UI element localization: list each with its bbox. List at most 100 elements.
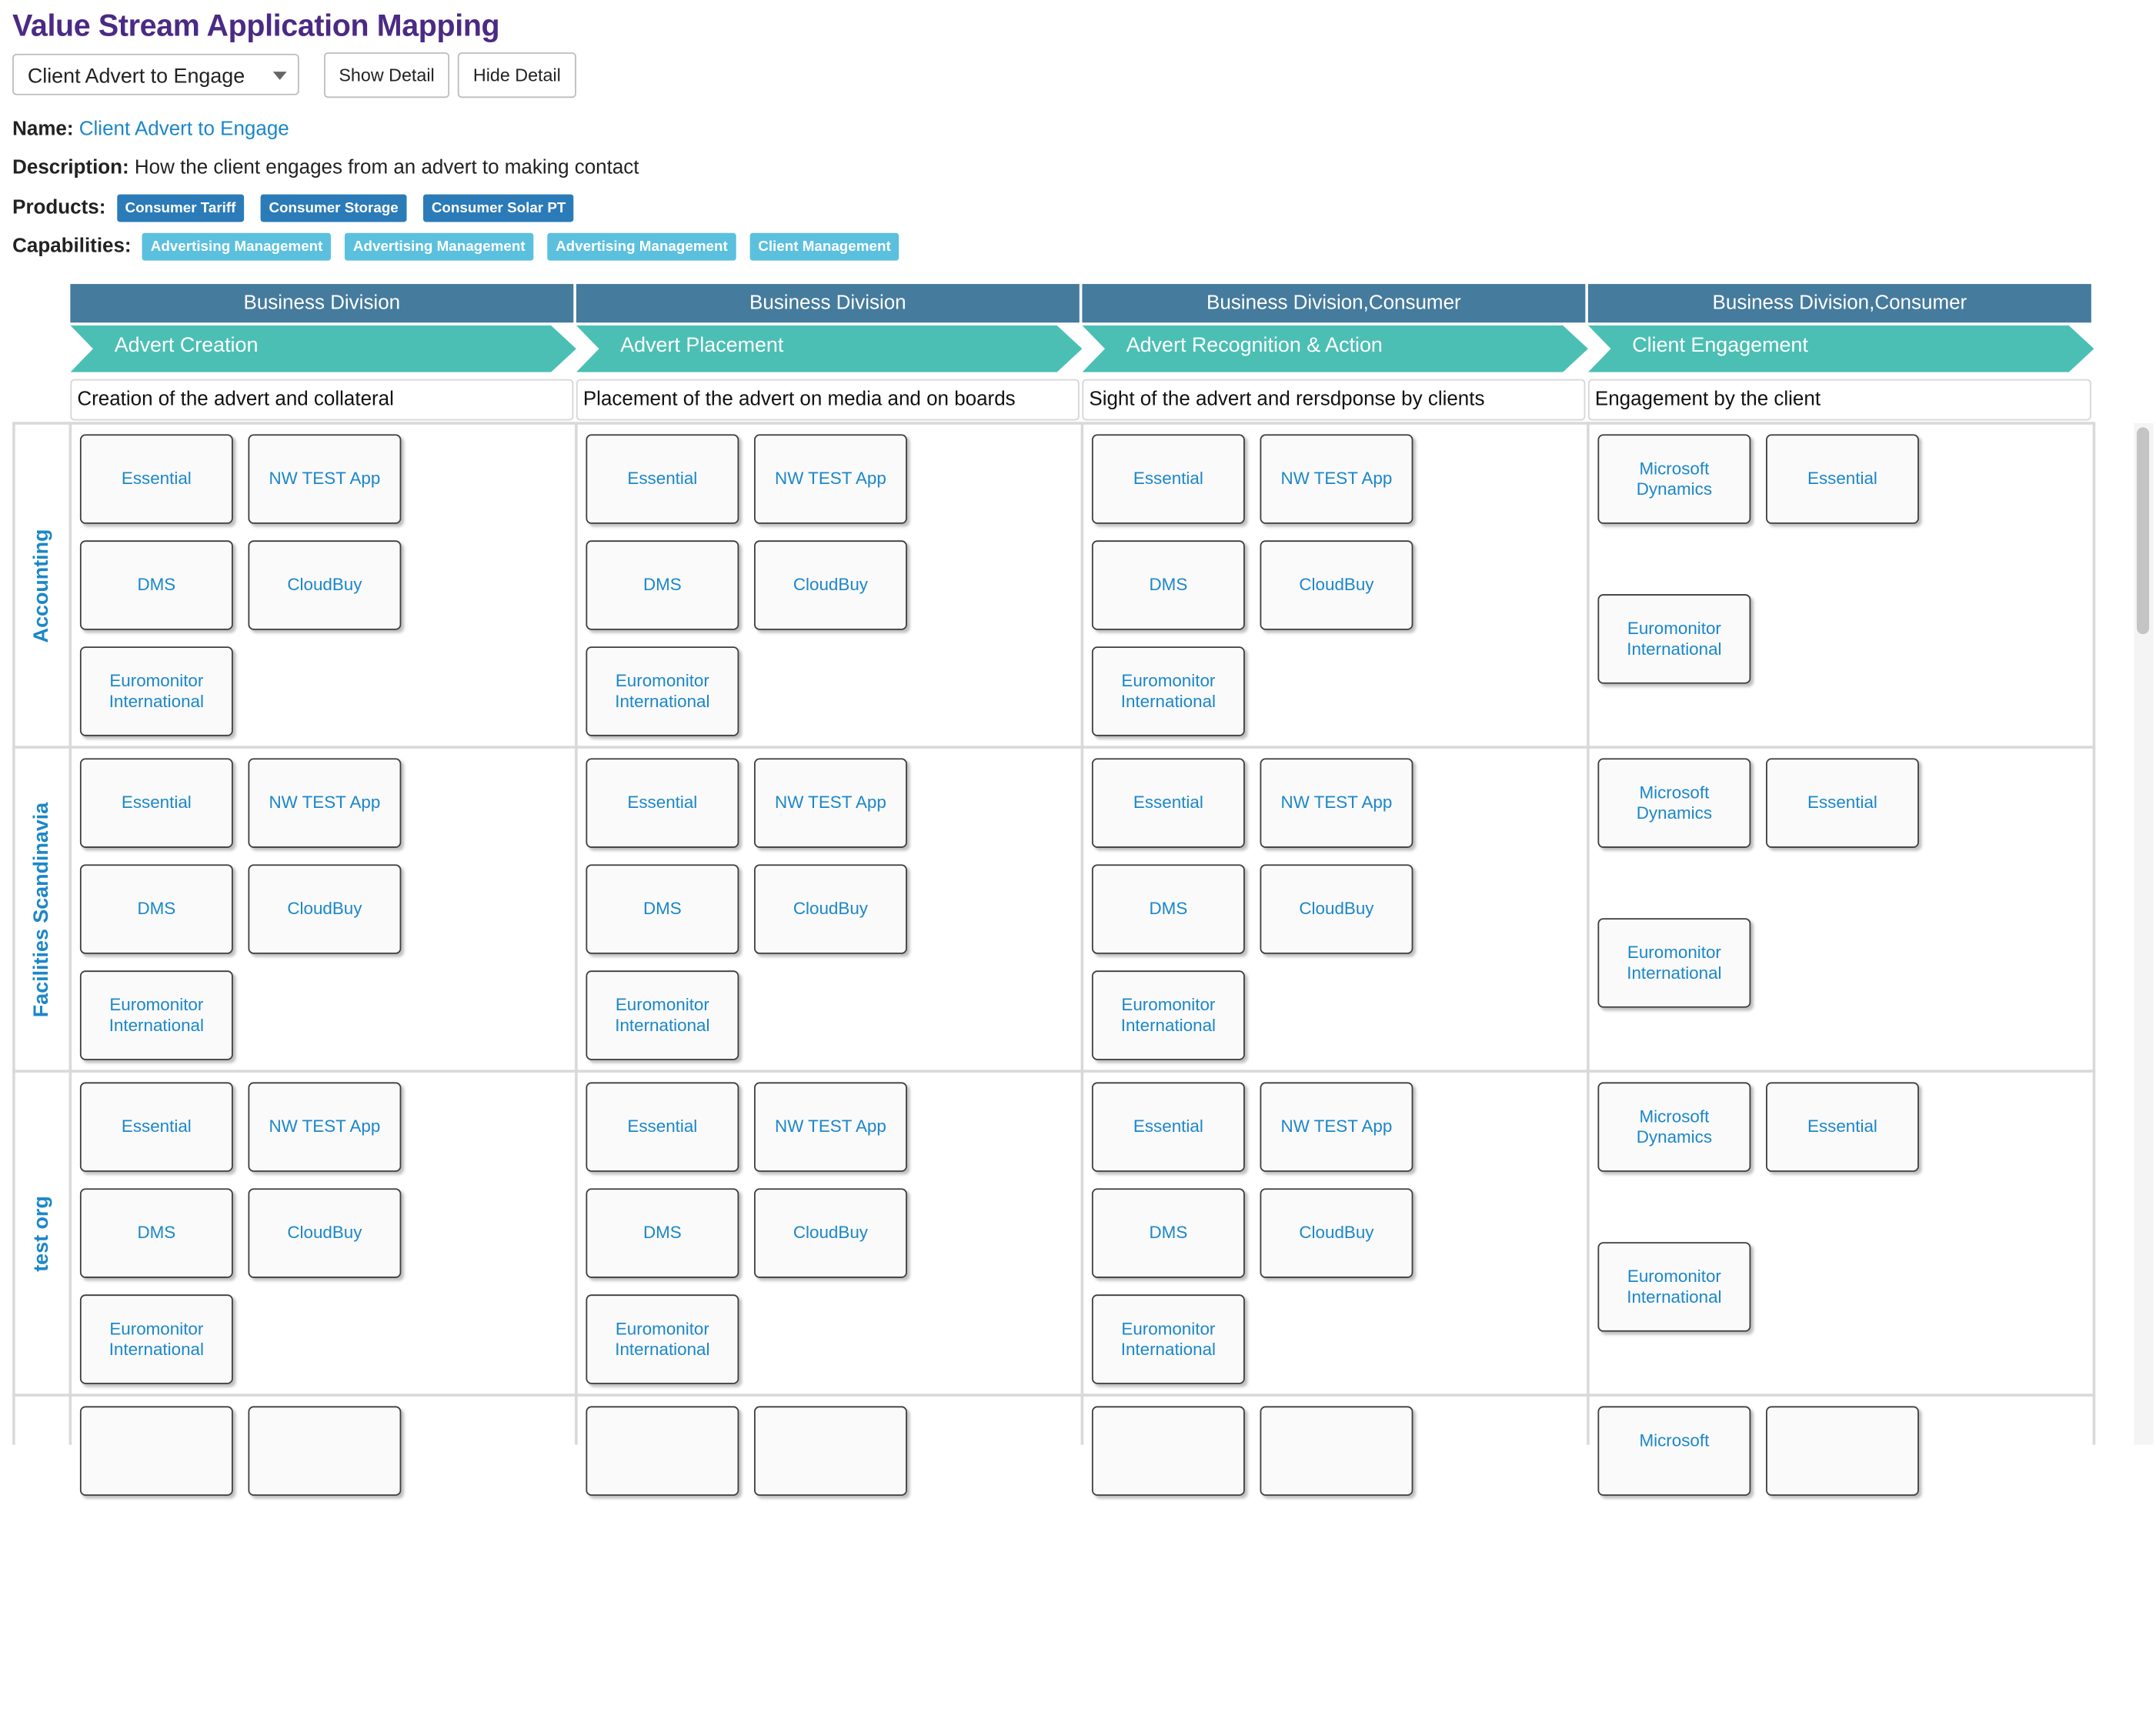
name-label: Name:	[12, 118, 74, 141]
application-card[interactable]: Essential	[79, 758, 233, 848]
application-card[interactable]: Euromonitor International	[1597, 1242, 1751, 1332]
application-card[interactable]: Essential	[79, 434, 233, 524]
application-card[interactable]: DMS	[586, 864, 739, 954]
application-card[interactable]: Essential	[586, 434, 739, 524]
application-card[interactable]	[1766, 1406, 1919, 1496]
application-card[interactable]: Euromonitor International	[1597, 594, 1751, 684]
grid-divider	[12, 746, 2096, 749]
application-card[interactable]: Euromonitor International	[586, 1294, 739, 1384]
application-card[interactable]: CloudBuy	[248, 540, 402, 630]
application-card[interactable]: DMS	[79, 1188, 233, 1278]
application-card[interactable]: CloudBuy	[1260, 864, 1413, 954]
value-stream-select[interactable]: Client Advert to Engage	[12, 53, 299, 95]
application-card[interactable]: NW TEST App	[754, 1082, 907, 1172]
application-card[interactable]: Euromonitor International	[79, 970, 233, 1060]
application-card[interactable]: CloudBuy	[754, 1188, 907, 1278]
stage-chevron[interactable]: Client Engagement	[1587, 325, 2094, 372]
stage-chevron[interactable]: Advert Recognition & Action	[1082, 325, 1588, 372]
application-card[interactable]: DMS	[1091, 1188, 1245, 1278]
application-card[interactable]: Microsoft Dynamics	[1597, 434, 1751, 524]
stage-name: Advert Placement	[620, 333, 784, 358]
application-card[interactable]: NW TEST App	[1260, 1082, 1413, 1172]
application-card[interactable]	[248, 1406, 402, 1496]
application-card[interactable]: Euromonitor International	[1091, 646, 1245, 736]
application-card[interactable]: Euromonitor International	[79, 646, 233, 736]
capability-tag[interactable]: Advertising Management	[547, 232, 736, 261]
application-card[interactable]: DMS	[1091, 540, 1245, 630]
application-card[interactable]: Microsoft Dynamics	[1597, 1082, 1751, 1172]
row-label: Accounting	[12, 425, 70, 747]
application-card[interactable]: CloudBuy	[754, 540, 907, 630]
hide-detail-button[interactable]: Hide Detail	[457, 52, 576, 98]
application-card[interactable]: Essential	[1766, 758, 1919, 848]
application-card[interactable]: Essential	[1091, 434, 1245, 524]
description-value: How the client engages from an advert to…	[134, 157, 639, 179]
page-title: Value Stream Application Mapping	[12, 8, 500, 43]
application-card[interactable]: Essential	[79, 1082, 233, 1172]
application-card[interactable]: DMS	[586, 540, 739, 630]
application-card[interactable]: CloudBuy	[248, 864, 402, 954]
value-stream-select-value: Client Advert to Engage	[27, 65, 245, 88]
application-card[interactable]: NW TEST App	[248, 758, 402, 848]
application-card[interactable]: Microsoft	[1597, 1406, 1751, 1496]
application-card[interactable]: Essential	[586, 1082, 739, 1172]
application-card[interactable]: Euromonitor International	[1091, 1294, 1245, 1384]
application-card[interactable]	[1260, 1406, 1413, 1496]
stage-chevron[interactable]: Advert Creation	[70, 325, 576, 372]
product-tag[interactable]: Consumer Solar PT	[423, 194, 575, 222]
description-label: Description:	[12, 157, 129, 179]
chevron-down-icon	[272, 72, 287, 80]
application-card[interactable]: Euromonitor International	[586, 646, 739, 736]
description-line: Description: How the client engages from…	[12, 157, 639, 179]
application-card[interactable]: DMS	[79, 864, 233, 954]
application-card[interactable]: Euromonitor International	[586, 970, 739, 1060]
stage-chevron[interactable]: Advert Placement	[576, 325, 1083, 372]
application-card[interactable]: Euromonitor International	[1091, 970, 1245, 1060]
application-card[interactable]: DMS	[1091, 864, 1245, 954]
row-label: test org	[12, 1073, 70, 1395]
capability-tag[interactable]: Client Management	[749, 232, 899, 261]
row-label-text: test org	[29, 1196, 53, 1272]
application-card[interactable]: NW TEST App	[754, 434, 907, 524]
product-tag[interactable]: Consumer Tariff	[116, 194, 245, 222]
scrollbar-thumb[interactable]	[2136, 427, 2150, 635]
application-card[interactable]: Essential	[1766, 1082, 1919, 1172]
application-card[interactable]: CloudBuy	[248, 1188, 402, 1278]
capability-tag[interactable]: Advertising Management	[142, 232, 332, 261]
application-card[interactable]: NW TEST App	[248, 1082, 402, 1172]
application-card[interactable]: Euromonitor International	[1597, 918, 1751, 1008]
show-detail-button[interactable]: Show Detail	[324, 52, 450, 98]
application-card[interactable]: Essential	[1091, 758, 1245, 848]
application-card[interactable]: Microsoft Dynamics	[1597, 758, 1751, 848]
product-tag[interactable]: Consumer Storage	[260, 194, 407, 222]
application-card[interactable]: Essential	[1766, 434, 1919, 524]
application-card[interactable]: NW TEST App	[1260, 758, 1413, 848]
application-card[interactable]: NW TEST App	[754, 758, 907, 848]
application-card[interactable]: CloudBuy	[1260, 540, 1413, 630]
application-card[interactable]: DMS	[586, 1188, 739, 1278]
stage-name: Advert Creation	[114, 333, 259, 358]
application-card[interactable]: CloudBuy	[754, 864, 907, 954]
application-card[interactable]: NW TEST App	[248, 434, 402, 524]
application-card[interactable]	[586, 1406, 739, 1496]
application-card[interactable]	[754, 1406, 907, 1496]
application-card[interactable]: CloudBuy	[1260, 1188, 1413, 1278]
division-header: Business Division	[70, 284, 574, 323]
division-header: Business Division,Consumer	[1082, 284, 1586, 323]
application-card[interactable]: Essential	[1091, 1082, 1245, 1172]
application-card[interactable]	[79, 1406, 233, 1496]
application-card[interactable]: NW TEST App	[1260, 434, 1413, 524]
stage-description: Placement of the advert on media and on …	[576, 379, 1080, 421]
name-value-link[interactable]: Client Advert to Engage	[78, 118, 289, 141]
capability-tag[interactable]: Advertising Management	[345, 232, 534, 261]
grid-divider	[12, 1394, 2096, 1397]
application-card[interactable]: DMS	[79, 540, 233, 630]
stage-name: Advert Recognition & Action	[1126, 333, 1383, 358]
stage-description: Engagement by the client	[1587, 379, 2091, 421]
grid-divider	[1587, 423, 1590, 1445]
application-card[interactable]	[1091, 1406, 1245, 1496]
application-card[interactable]: Euromonitor International	[79, 1294, 233, 1384]
application-card[interactable]: Essential	[586, 758, 739, 848]
grid-divider	[12, 1070, 2096, 1073]
grid-divider	[2092, 423, 2096, 1445]
